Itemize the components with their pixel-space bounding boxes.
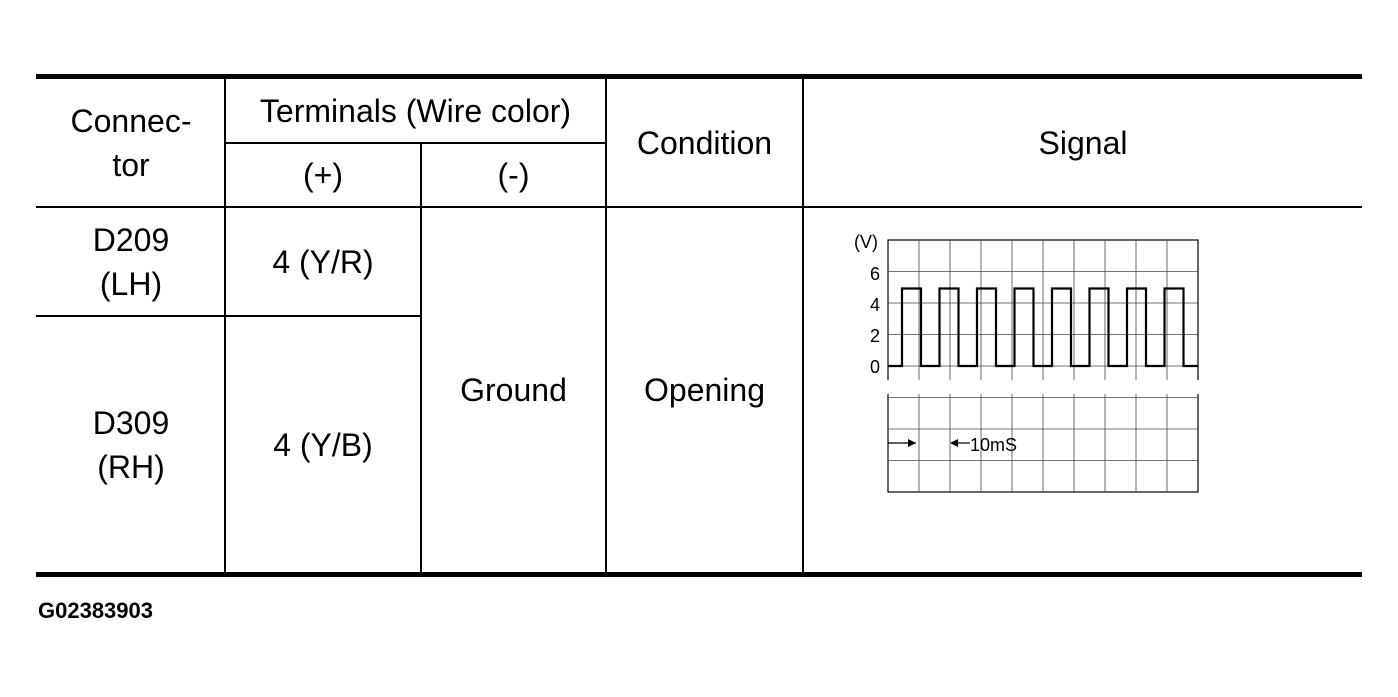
scope-waveform xyxy=(888,287,1198,368)
col-divider-2 xyxy=(420,144,422,572)
scope-signal-trace xyxy=(888,287,1198,368)
scope-y-tick-0: 0 xyxy=(870,357,880,377)
row-d209-connector-line1: D209 xyxy=(92,221,170,258)
header-terminals: Terminals (Wire color) xyxy=(259,92,572,129)
row-d209-connector-line2: (LH) xyxy=(99,265,163,302)
shared-minus-ground: Ground xyxy=(460,372,567,408)
row-divider-rule xyxy=(36,315,421,317)
shared-condition-opening: Opening xyxy=(644,372,765,408)
scope-y-unit: (V) xyxy=(854,232,878,252)
time-arrow-left-head xyxy=(908,439,916,447)
col-divider-4 xyxy=(802,79,804,572)
header-signal: Signal xyxy=(1038,124,1128,161)
col-divider-1 xyxy=(224,79,226,572)
header-connector-line1: Connec- xyxy=(70,102,192,139)
row-d309-connector-line1: D309 xyxy=(92,404,170,441)
signal-waveform-chart: (V) 6 4 2 0 10mS xyxy=(854,232,1200,493)
scope-y-tick-4: 4 xyxy=(870,295,880,315)
header-connector-line2: tor xyxy=(112,146,150,183)
header-condition: Condition xyxy=(636,124,773,161)
scope-grid xyxy=(886,239,1200,493)
header-connector: Connec- tor xyxy=(38,79,224,206)
col-divider-3 xyxy=(605,79,607,572)
row-d309-plus: 4 (Y/B) xyxy=(273,426,373,463)
row-d309-connector: D309 (RH) xyxy=(38,317,224,572)
scope-y-tick-2: 2 xyxy=(870,326,880,346)
scope-grid-gap xyxy=(886,380,1200,394)
row-d309-connector-line2: (RH) xyxy=(97,448,165,485)
header-bottom-rule xyxy=(36,206,1362,208)
row-d209-connector: D209 (LH) xyxy=(38,208,224,315)
row-d209-plus: 4 (Y/R) xyxy=(272,243,374,280)
time-arrow-right-head xyxy=(950,439,958,447)
scope-y-tick-6: 6 xyxy=(870,264,880,284)
terminals-subheader-rule xyxy=(225,142,606,144)
table-bottom-rule xyxy=(36,572,1362,577)
table-top-rule xyxy=(36,74,1362,79)
scope-time-label: 10mS xyxy=(970,435,1017,455)
header-minus: (-) xyxy=(497,157,530,193)
figure-code: G02383903 xyxy=(38,598,153,623)
header-plus: (+) xyxy=(303,157,343,193)
